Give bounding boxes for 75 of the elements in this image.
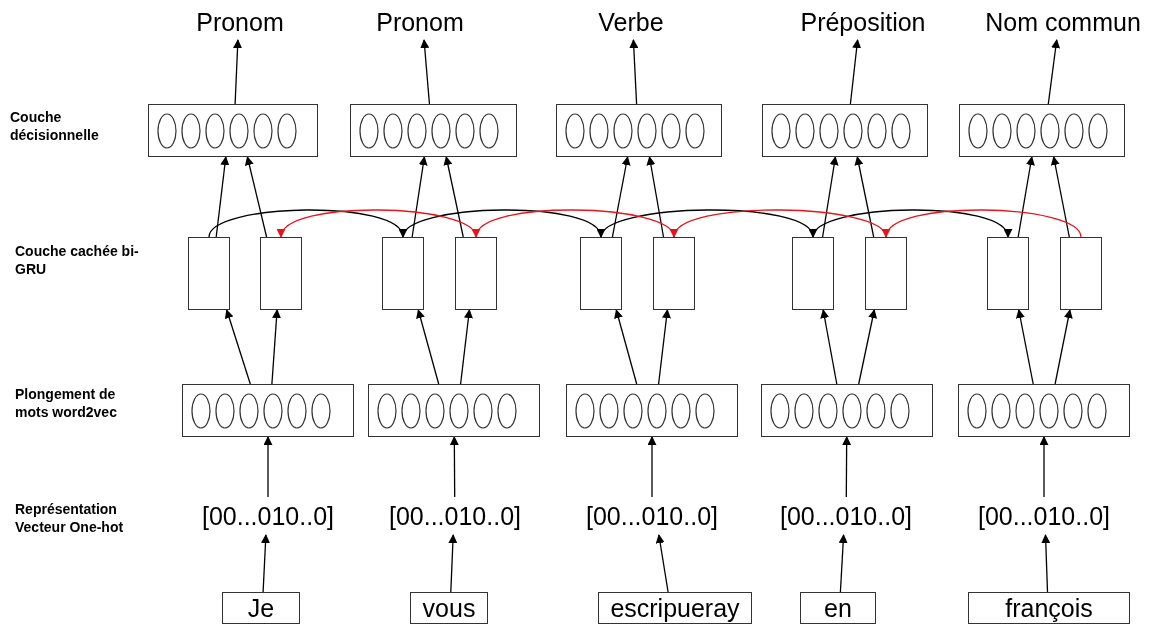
one-hot-vector: [00...010..0]: [365, 497, 545, 535]
gru-cell-box: [188, 237, 230, 310]
word-box: françois: [968, 592, 1130, 624]
layer-label: Couche cachée bi-GRU: [15, 242, 140, 278]
word-box: Je: [222, 592, 300, 624]
one-hot-vector: [00...010..0]: [756, 497, 936, 535]
arrow: [420, 39, 431, 105]
arrow: [1047, 39, 1061, 105]
gru-cell-box: [1060, 237, 1102, 310]
gru-cell-box: [260, 237, 302, 310]
arrow: [854, 156, 875, 238]
gru-cell-box: [865, 237, 907, 310]
word-box: en: [800, 592, 876, 624]
vector-box: [566, 384, 738, 437]
gru-cell-box: [987, 237, 1029, 310]
arrow: [629, 39, 639, 105]
arrow: [821, 156, 839, 238]
arrow: [858, 309, 878, 385]
arrow: [657, 309, 671, 385]
gru-cell-box: [792, 237, 834, 310]
gru-cell-box: [653, 237, 695, 310]
arrow: [1015, 309, 1034, 385]
one-hot-vector: [00...010..0]: [562, 497, 742, 535]
vector-box: [182, 384, 354, 437]
tag-label: Nom commun: [973, 4, 1153, 40]
arrow: [263, 436, 273, 498]
arrow: [271, 309, 281, 385]
vector-box: [350, 104, 517, 157]
gru-cell-box: [455, 237, 497, 310]
vector-box: [959, 104, 1125, 157]
arrow: [1017, 156, 1035, 238]
vector-box: [762, 104, 928, 157]
arrow: [244, 156, 268, 238]
arrow: [820, 309, 838, 385]
tag-label: Verbe: [541, 4, 721, 40]
vector-box: [761, 384, 933, 437]
one-hot-vector: [00...010..0]: [954, 497, 1134, 535]
vector-box: [556, 104, 722, 157]
arrow: [261, 534, 270, 593]
arrow: [1039, 436, 1049, 498]
word-box: escripueray: [598, 592, 752, 624]
arrow: [449, 436, 459, 498]
layer-label: Couche décisionnelle: [10, 108, 100, 144]
arrow: [443, 156, 464, 238]
tag-label: Pronom: [330, 4, 510, 40]
arrow: [1041, 534, 1051, 593]
arrow: [215, 156, 230, 238]
arrow: [647, 436, 657, 498]
arrow: [233, 39, 243, 105]
gru-cell-box: [580, 237, 622, 310]
arrow: [459, 309, 473, 385]
arrow: [224, 309, 251, 385]
arrow: [885, 209, 1082, 238]
arrow: [1054, 309, 1073, 385]
arrow: [416, 309, 440, 385]
arrow: [1050, 156, 1070, 238]
layer-label: Représentation Vecteur One-hot: [15, 500, 125, 536]
arrow: [655, 534, 669, 593]
arrow: [842, 436, 852, 498]
layer-label: Plongement de mots word2vec: [15, 385, 118, 421]
arrow: [411, 156, 428, 238]
arrow: [849, 39, 862, 105]
one-hot-vector: [00...010..0]: [178, 497, 358, 535]
word-box: vous: [410, 592, 488, 624]
tag-label: Préposition: [773, 4, 953, 40]
arrow: [646, 156, 665, 238]
arrow: [611, 156, 631, 238]
vector-box: [958, 384, 1130, 437]
gru-cell-box: [382, 237, 424, 310]
arrow: [448, 534, 458, 593]
arrow: [838, 534, 848, 593]
tag-label: Pronom: [150, 4, 330, 40]
vector-box: [148, 104, 318, 157]
arrow: [614, 309, 638, 385]
vector-box: [368, 384, 540, 437]
